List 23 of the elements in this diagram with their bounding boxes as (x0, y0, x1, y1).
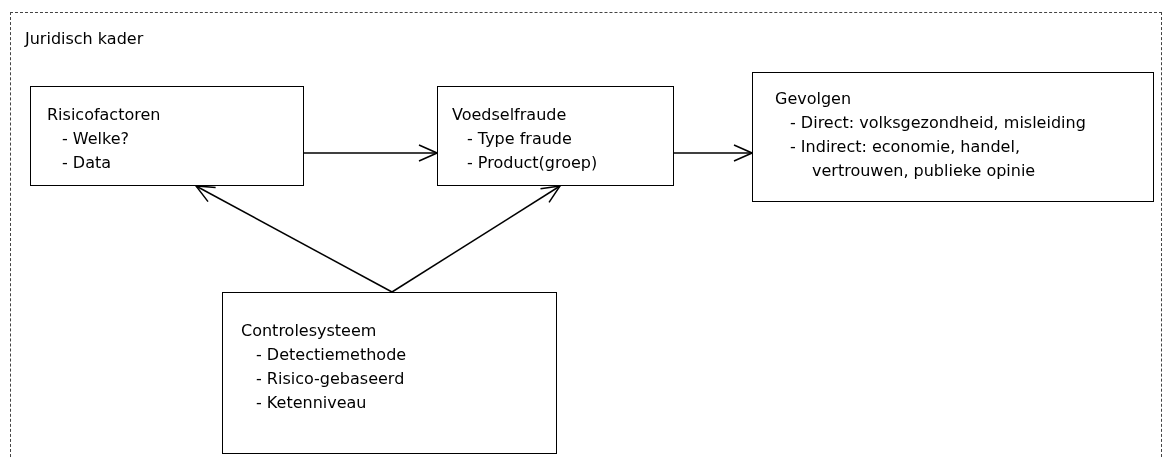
arrow (303, 144, 438, 162)
box-heading: Juridisch kader (25, 28, 145, 50)
concept-box (437, 86, 674, 186)
bullet-item: - Indirect: economie, handel, vertrouwen, publieke opinie (790, 136, 1037, 182)
box-heading: Gevolgen (775, 88, 853, 110)
arrow (673, 144, 753, 162)
bullet-item: - Product(groep) (467, 152, 599, 174)
box-heading: Controlesysteem (241, 320, 378, 342)
frame-dashed-border (10, 12, 1162, 457)
bullet-item: - Welke? (62, 128, 131, 150)
concept-box (752, 72, 1154, 202)
arrow (195, 185, 393, 293)
box-heading: Risicofactoren (47, 104, 162, 126)
bullet-item: - Risico-gebaseerd (256, 368, 406, 390)
concept-box (222, 292, 557, 454)
bullet-item: - Detectiemethode (256, 344, 408, 366)
bullet-item: - Data (62, 152, 113, 174)
box-heading: Voedselfraude (452, 104, 568, 126)
bullet-item: - Direct: volksgezondheid, misleiding (790, 112, 1087, 134)
arrow (391, 185, 561, 293)
bullet-item: - Type fraude (467, 128, 573, 150)
bullet-item: - Ketenniveau (256, 392, 368, 414)
concept-box (30, 86, 304, 186)
